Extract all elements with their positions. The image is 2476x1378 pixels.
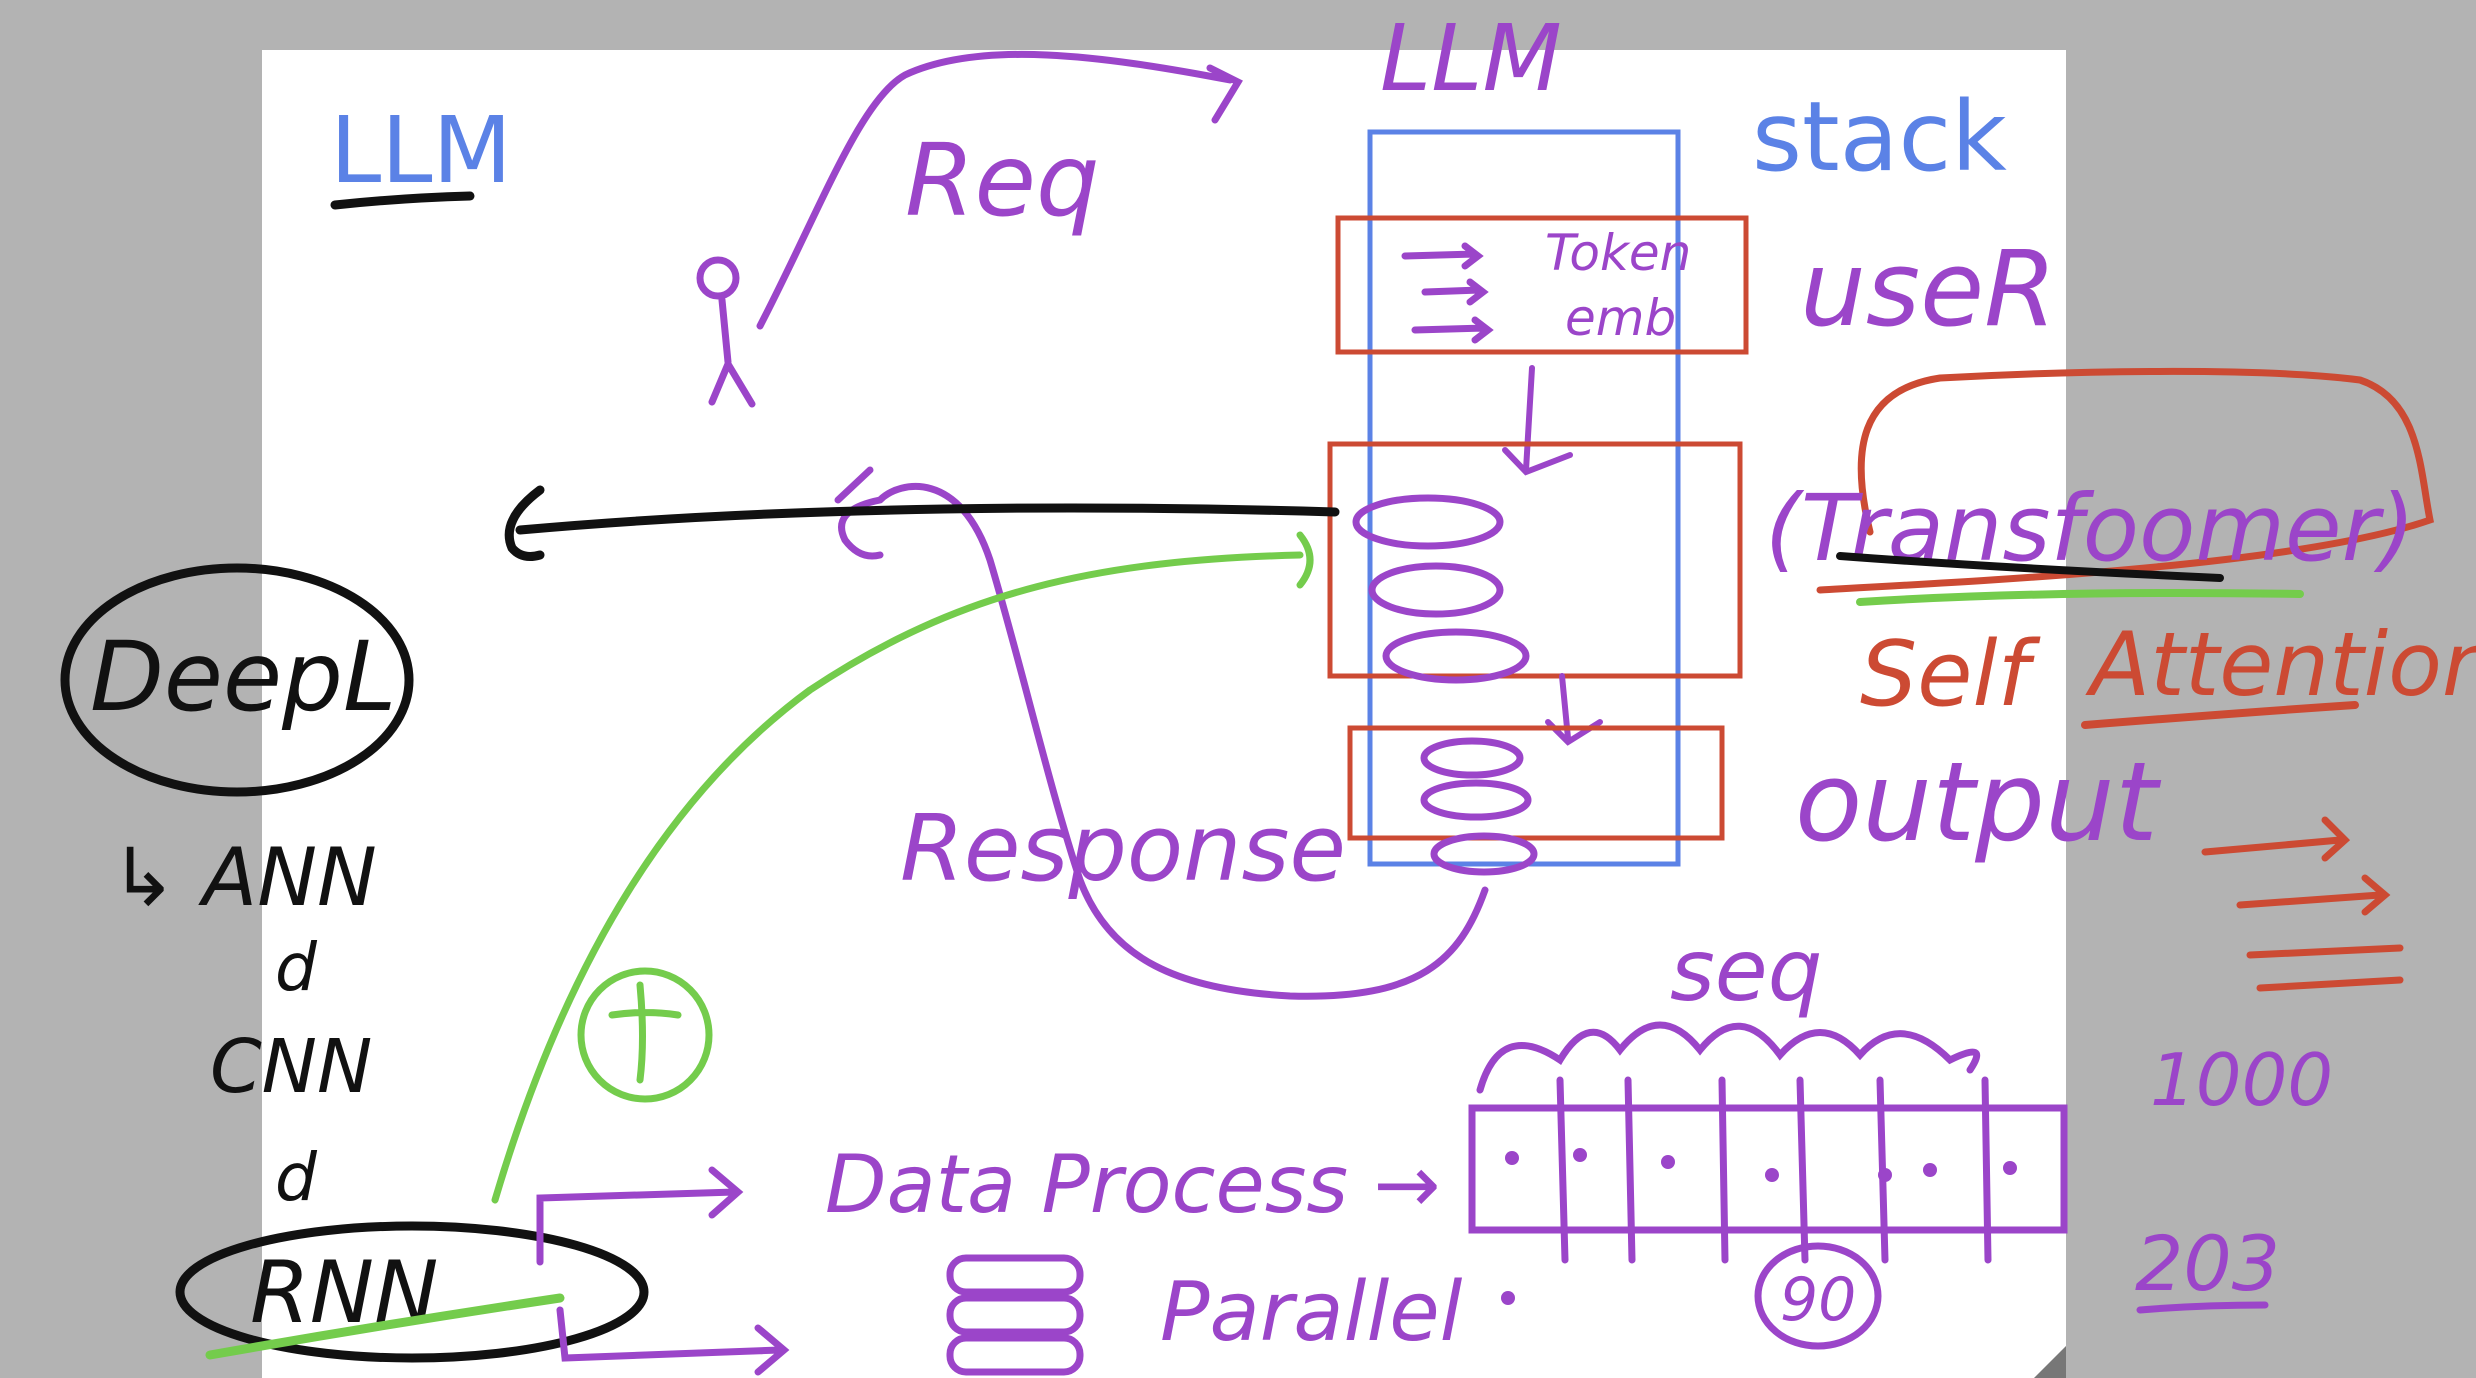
llm-top-label: LLM [1380, 5, 1562, 112]
num-90-circle [1754, 1242, 1882, 1350]
green-cross-icon [577, 967, 713, 1103]
black-left-arrow [504, 485, 1340, 561]
self-attention-underline [2081, 701, 2359, 729]
num-203-underline [2136, 1301, 2269, 1314]
rnn-to-data-arrow [536, 1166, 744, 1266]
green-rnn-to-transformer-arrow [491, 531, 1314, 1204]
whiteboard-page [262, 50, 2066, 1378]
request-arrow [756, 50, 1243, 330]
transformer-box [1327, 441, 1743, 679]
and-label-2: d [275, 1139, 318, 1216]
token-emb-label-2: emb [1565, 289, 1676, 347]
data-process-label: Data Process → [825, 1138, 1441, 1231]
token-emb-label-1: Token [1545, 224, 1691, 282]
and-label-1: d [275, 929, 318, 1006]
stack-label: stack [1752, 81, 2007, 193]
self-attention-label-2: Attention [2085, 613, 2476, 716]
output-label: output [1795, 738, 2162, 866]
output-layers [1420, 737, 1538, 876]
red-arrows-icon [2201, 816, 2404, 992]
page-corner-icon [2034, 1346, 2066, 1378]
token-arrows-icon [1401, 242, 1494, 344]
transformer-black-underline [1836, 552, 2224, 582]
rnn-circle [175, 1221, 649, 1363]
user-stick-figure-icon [696, 256, 756, 408]
cnn-label: CNN [210, 1024, 372, 1110]
user-label: useR [1800, 228, 2056, 350]
parallel-label: Parallel [1160, 1265, 1463, 1360]
self-attention-label-1: Self [1860, 622, 2042, 727]
transformer-green-underline [1856, 589, 2304, 606]
response-label: Response [900, 795, 1346, 902]
transformer-layers [1352, 494, 1530, 684]
deepl-circle [60, 563, 414, 797]
arrow-emb-to-transformer [1502, 365, 1573, 476]
transformer-label: (Transfoomer) [1765, 475, 2415, 582]
ann-label: ↳ ANN [110, 831, 377, 924]
parallel-stack-icon [946, 1254, 1084, 1376]
title-llm: LLM [330, 97, 512, 204]
rnn-green-underline [205, 1293, 565, 1360]
num-90-label: 90 [1780, 1265, 1856, 1335]
token-emb-box [1335, 215, 1749, 355]
req-label: Req [905, 122, 1099, 239]
rnn-to-parallel-arrow [556, 1306, 790, 1376]
num-1000-label: 1000 [2150, 1038, 2333, 1122]
sequence-dots [1501, 1148, 2017, 1305]
seq-label: seq [1670, 921, 1822, 1021]
output-box [1347, 725, 1725, 841]
title-underline [330, 191, 475, 210]
transformer-red-loop [1816, 367, 2435, 594]
deepl-label: DeepL [90, 621, 396, 733]
num-203-label: 203 [2135, 1219, 2280, 1308]
sequence-strip [1468, 1021, 2068, 1264]
